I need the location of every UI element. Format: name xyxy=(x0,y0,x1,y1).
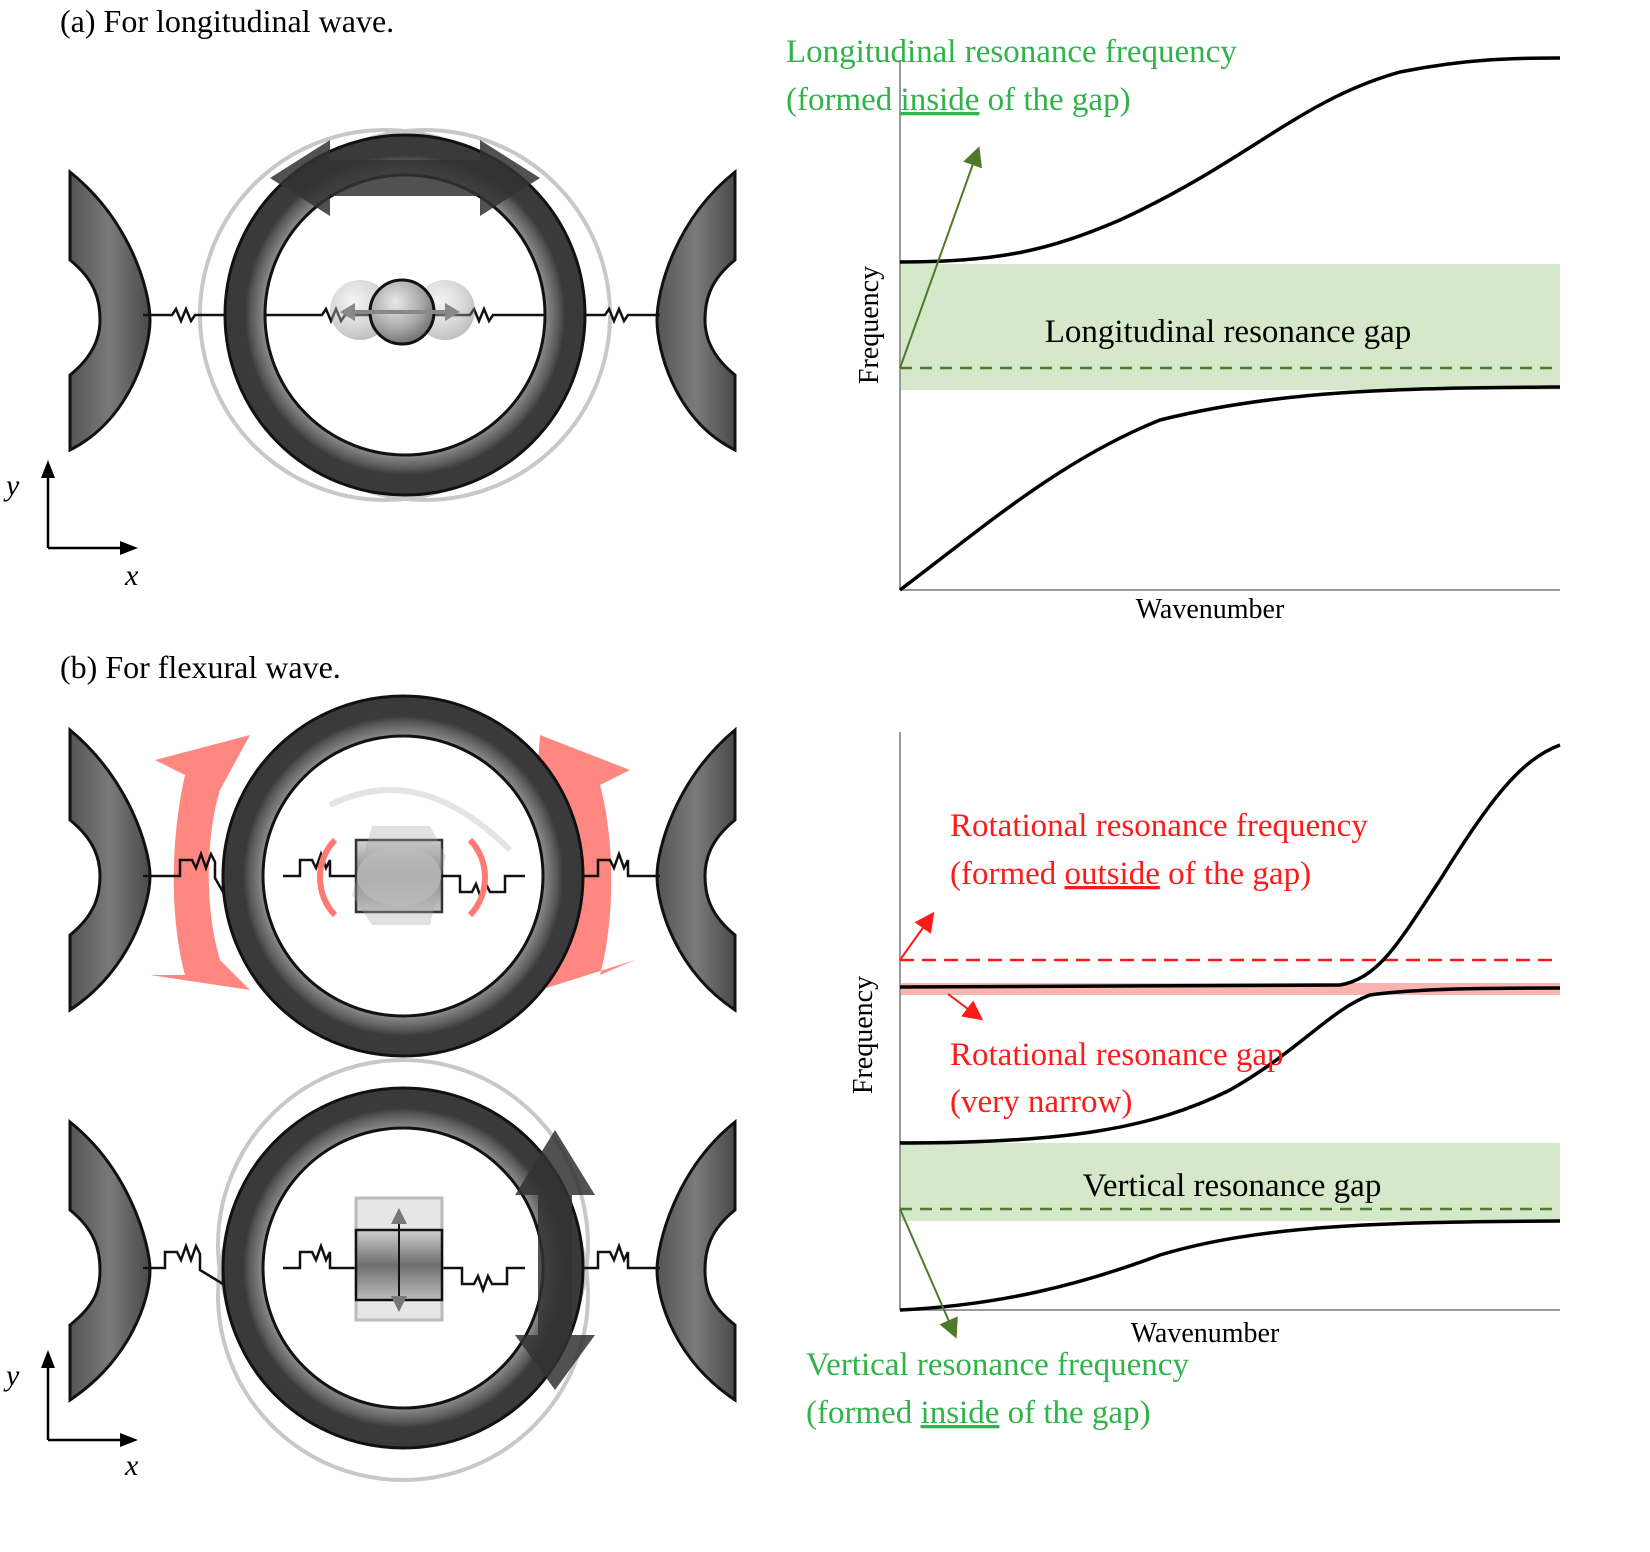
rotational-freq-label-line1: Rotational resonance frequency xyxy=(950,808,1368,844)
rotational-mode-diagram xyxy=(68,694,737,1058)
vertical-motion-arrow xyxy=(515,1130,595,1390)
upper-branch-a xyxy=(899,56,1561,264)
middle-branch-b xyxy=(899,986,1561,1145)
coordinate-axes-b: y x xyxy=(3,1350,139,1482)
vertical-freq-label-line1: Vertical resonance frequency xyxy=(806,1347,1189,1383)
right-wall xyxy=(655,168,737,453)
longitudinal-freq-label-line2: (formed inside of the gap) xyxy=(786,82,1131,118)
rotational-freq-label-line2: (formed outside of the gap) xyxy=(950,856,1311,892)
vertical-gap-label: Vertical resonance gap xyxy=(1083,1168,1382,1204)
plot-a-xlabel: Wavenumber xyxy=(1136,594,1285,625)
y-axis-label-b: y xyxy=(3,1359,20,1392)
plot-b-ylabel: Frequency xyxy=(848,976,879,1094)
rotational-gap-label-line2: (very narrow) xyxy=(950,1084,1132,1120)
y-axis-label: y xyxy=(3,469,20,502)
panel-a-title: (a) For longitudinal wave. xyxy=(60,3,394,39)
plot-b-xlabel: Wavenumber xyxy=(1131,1318,1280,1349)
bottom-branch-b xyxy=(899,1219,1561,1312)
x-axis-label: x xyxy=(124,559,139,592)
rotational-gap-label-line1: Rotational resonance gap xyxy=(950,1037,1284,1073)
plot-a: Frequency Wavenumber Longitudinal resona… xyxy=(786,34,1561,625)
x-axis-label-b: x xyxy=(124,1449,139,1482)
vertical-freq-label-line2: (formed inside of the gap) xyxy=(806,1395,1151,1431)
rotation-arrow-left xyxy=(150,735,250,990)
top-branch-b xyxy=(899,743,1561,989)
plot-b: Frequency Wavenumber Rotational resonanc… xyxy=(806,732,1561,1431)
plot-a-ylabel: Frequency xyxy=(854,266,885,384)
outer-ring xyxy=(225,135,585,495)
longitudinal-freq-label-line1: Longitudinal resonance frequency xyxy=(786,34,1237,70)
rotation-arrow-right xyxy=(535,735,635,990)
left-wall xyxy=(68,168,152,453)
lower-branch-a xyxy=(898,385,1561,592)
coordinate-axes-a: y x xyxy=(3,460,139,592)
vertical-mode-diagram xyxy=(68,1058,737,1482)
freq-pointer-a xyxy=(899,146,983,369)
longitudinal-gap-label: Longitudinal resonance gap xyxy=(1045,314,1412,350)
longitudinal-motion-arrow xyxy=(270,140,540,216)
panel-b-title: (b) For flexural wave. xyxy=(60,649,341,685)
